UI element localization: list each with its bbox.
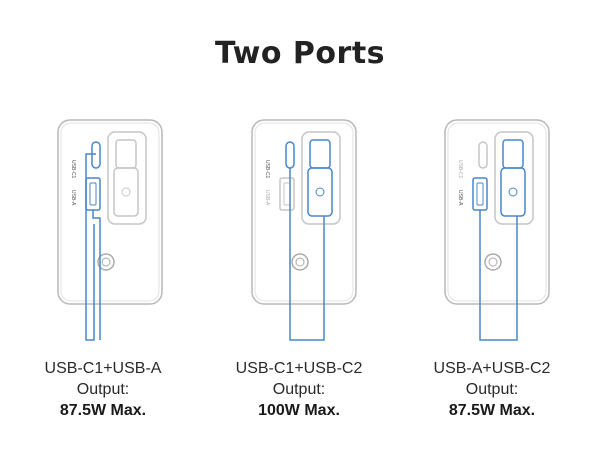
charger-body-inner <box>60 122 160 302</box>
usb-c1-port <box>91 141 101 169</box>
page-title: Two Ports <box>214 36 386 71</box>
cable-dock <box>494 131 534 225</box>
usb-c2-connector <box>309 139 331 169</box>
max-output: 87.5W Max. <box>59 402 147 419</box>
charger-body <box>57 119 163 305</box>
anker-logo-icon <box>315 187 325 197</box>
max-output: 87.5W Max. <box>448 402 536 419</box>
usb-c1-port <box>285 141 295 169</box>
charger-diagram: USB-C1 USB-A <box>57 119 163 341</box>
cable-dock <box>107 131 147 225</box>
usb-c1-label: USB-C1 <box>457 160 463 179</box>
usb-a-label: USB-A <box>70 190 76 206</box>
output-label: Output: <box>272 381 326 398</box>
usb-c1-c2-wire <box>289 168 325 341</box>
usb-a-label: USB-A <box>457 190 463 206</box>
usb-c1-label: USB-C1 <box>70 160 76 179</box>
power-icon <box>484 253 502 271</box>
power-icon <box>97 253 115 271</box>
config-panel-usb-c1-usb-c2: USB-C1 USB-A USB-C1+USB-C2 Output: 100W … <box>214 112 384 422</box>
panel-caption: USB-C1+USB-A Output: 87.5W Max. <box>18 358 188 421</box>
usb-c2-connector-faded <box>115 139 137 169</box>
usb-c1-port-faded <box>478 141 488 169</box>
anker-logo-icon <box>508 187 518 197</box>
config-panel-usb-c1-usb-a: USB-C1 USB-A USB-C1+USB-A Output: 87.5W … <box>18 112 188 422</box>
usb-a-port-faded <box>279 177 295 211</box>
config-panel-usb-a-usb-c2: USB-C1 USB-A USB-A+USB-C2 Output: 87.5W … <box>407 112 577 422</box>
usb-c2-plug <box>500 167 526 217</box>
port-combo: USB-C1+USB-A <box>44 360 162 377</box>
usb-a-wire <box>92 210 101 340</box>
charger-diagram: USB-C1 USB-A <box>251 119 357 341</box>
cable-dock <box>301 131 341 225</box>
usb-c1-wire <box>85 153 96 341</box>
panel-caption: USB-A+USB-C2 Output: 87.5W Max. <box>407 358 577 421</box>
usb-c1-label: USB-C1 <box>264 160 270 179</box>
usb-a-c2-wire <box>479 210 518 341</box>
output-label: Output: <box>465 381 519 398</box>
usb-c2-plug <box>307 167 333 217</box>
usb-c2-plug-faded <box>113 167 139 217</box>
max-output: 100W Max. <box>258 402 340 419</box>
anker-logo-icon <box>121 187 131 197</box>
charger-diagram: USB-C1 USB-A <box>444 119 550 341</box>
charger-body <box>251 119 357 305</box>
power-icon <box>291 253 309 271</box>
panel-caption: USB-C1+USB-C2 Output: 100W Max. <box>214 358 384 421</box>
output-label: Output: <box>76 381 130 398</box>
port-combo: USB-C1+USB-C2 <box>235 360 363 377</box>
usb-c2-connector <box>502 139 524 169</box>
charger-body <box>444 119 550 305</box>
port-combo: USB-A+USB-C2 <box>433 360 551 377</box>
usb-a-label: USB-A <box>264 190 270 206</box>
usb-a-port-inner <box>89 182 97 206</box>
